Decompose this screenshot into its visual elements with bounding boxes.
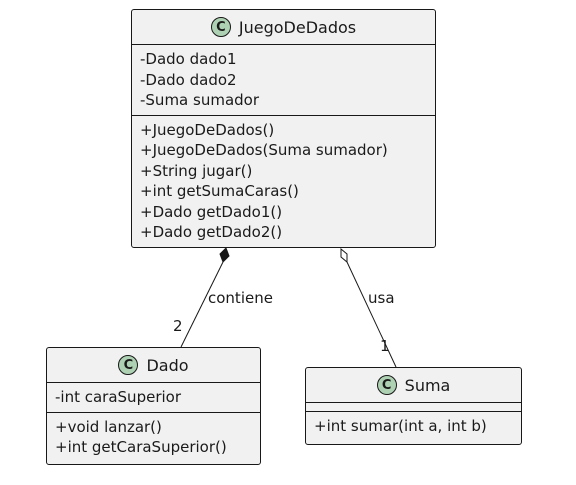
attribute: -Suma sumador: [140, 91, 260, 109]
method: +JuegoDeDados(): [140, 120, 275, 139]
class-stereotype-icon: C: [118, 355, 139, 375]
method: +void lanzar(): [55, 417, 162, 436]
class-stereotype-icon: C: [210, 17, 231, 37]
class-suma[interactable]: C Suma +int sumar(int a, int b): [305, 367, 522, 445]
method: +Dado getDado2(): [140, 223, 283, 241]
method: +JuegoDeDados(Suma sumador): [140, 141, 388, 159]
attribute: -Dado dado2: [140, 70, 237, 89]
aggregation-diamond: [340, 247, 348, 264]
composition-multiplicity: 2: [173, 317, 183, 335]
aggregation-label: usa: [368, 289, 395, 307]
methods-section: +int sumar(int a, int b): [306, 412, 521, 441]
method: +int getCaraSuperior(): [55, 438, 227, 456]
composition-label: contiene: [208, 289, 273, 307]
class-header: C JuegoDeDados: [132, 10, 435, 45]
class-name: Suma: [404, 375, 451, 395]
composition-diamond: [219, 247, 230, 263]
class-header: C Suma: [306, 368, 521, 403]
methods-section: +JuegoDeDados() +JuegoDeDados(Suma sumad…: [132, 116, 435, 247]
attributes-section: -Dado dado1 -Dado dado2 -Suma sumador: [132, 45, 435, 116]
class-stereotype-icon: C: [376, 375, 397, 395]
aggregation-multiplicity: 1: [380, 337, 390, 355]
method: +int sumar(int a, int b): [314, 417, 487, 435]
class-header: C Dado: [47, 348, 260, 383]
attributes-section: [306, 403, 521, 412]
composition-edge: [180, 261, 224, 348]
attribute: -Dado dado1: [140, 50, 237, 68]
class-name: Dado: [146, 355, 189, 375]
aggregation-edge: [346, 261, 397, 368]
class-dado[interactable]: C Dado -int caraSuperior +void lanzar() …: [46, 347, 261, 465]
method: +Dado getDado1(): [140, 202, 283, 221]
attribute: -int caraSuperior: [55, 388, 181, 406]
class-name: JuegoDeDados: [238, 17, 357, 37]
method: +int getSumaCaras(): [140, 182, 299, 200]
class-juegodedados[interactable]: C JuegoDeDados -Dado dado1 -Dado dado2 -…: [131, 9, 436, 248]
methods-section: +void lanzar() +int getCaraSuperior(): [47, 413, 260, 462]
method: +String jugar(): [140, 161, 253, 180]
attributes-section: -int caraSuperior: [47, 383, 260, 413]
